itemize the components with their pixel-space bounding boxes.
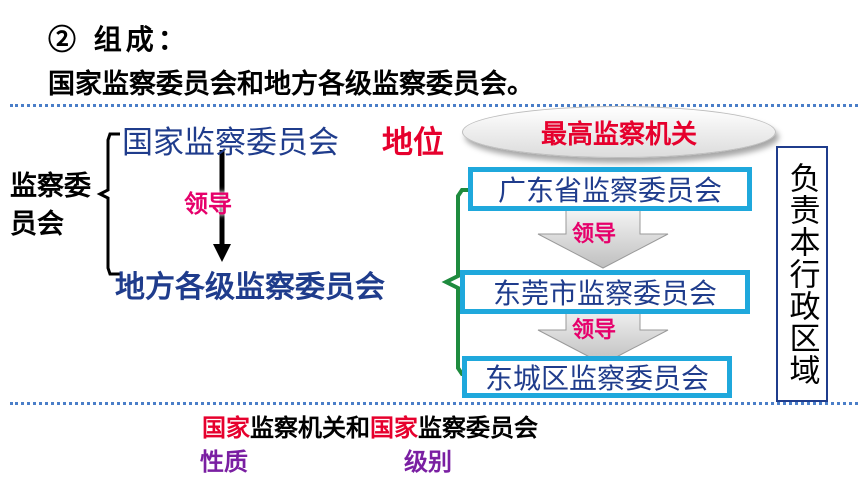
supreme-organ-label: 最高监察机关 [540,119,697,150]
hierarchy-name-district: 东城区监察委员会 [484,362,709,395]
responsibility-text: 负责本行政区域 [783,162,820,386]
guojia-word-1: 国家 [202,414,250,442]
guojia-word-2: 国家 [370,414,418,442]
left-category-label: 监察委员会 [10,171,91,240]
composition-statement: 国家监察委员会和地方各级监察委员会。 [48,69,534,100]
responsibility-box: 负责本行政区域 [776,146,828,402]
nature-label: 性质 [200,448,248,476]
hierarchy-box-city: 东莞市监察委员会 [460,270,750,314]
section-heading: ② 组成： [48,23,190,56]
top-divider [10,104,858,107]
green-bracket [441,188,476,376]
hierarchy-box-district: 东城区监察委员会 [462,356,732,398]
leading-arrow-head [213,244,231,262]
local-commission-label: 地方各级监察委员会 [115,270,385,305]
organ-text: 监察机关和 [250,414,370,442]
bottom-summary: 国家监察机关和国家监察委员会 [202,408,538,443]
block-arrow-1 [537,209,669,269]
position-label: 地位 [382,125,444,161]
leads-label-2: 领导 [572,318,617,343]
national-commission-label: 国家监察委员会 [122,125,339,161]
commission-text: 监察委员会 [418,414,538,442]
supreme-organ-ellipse: 最高监察机关 [462,106,776,158]
bottom-divider [10,402,858,405]
hierarchy-name-city: 东莞市监察委员会 [492,277,717,310]
hierarchy-name-province: 广东省监察委员会 [497,174,722,207]
leads-label-main: 领导 [184,190,232,218]
hierarchy-box-province: 广东省监察委员会 [468,167,752,211]
level-label: 级别 [404,448,452,476]
left-bracket [96,132,120,276]
leads-label-1: 领导 [572,222,617,247]
